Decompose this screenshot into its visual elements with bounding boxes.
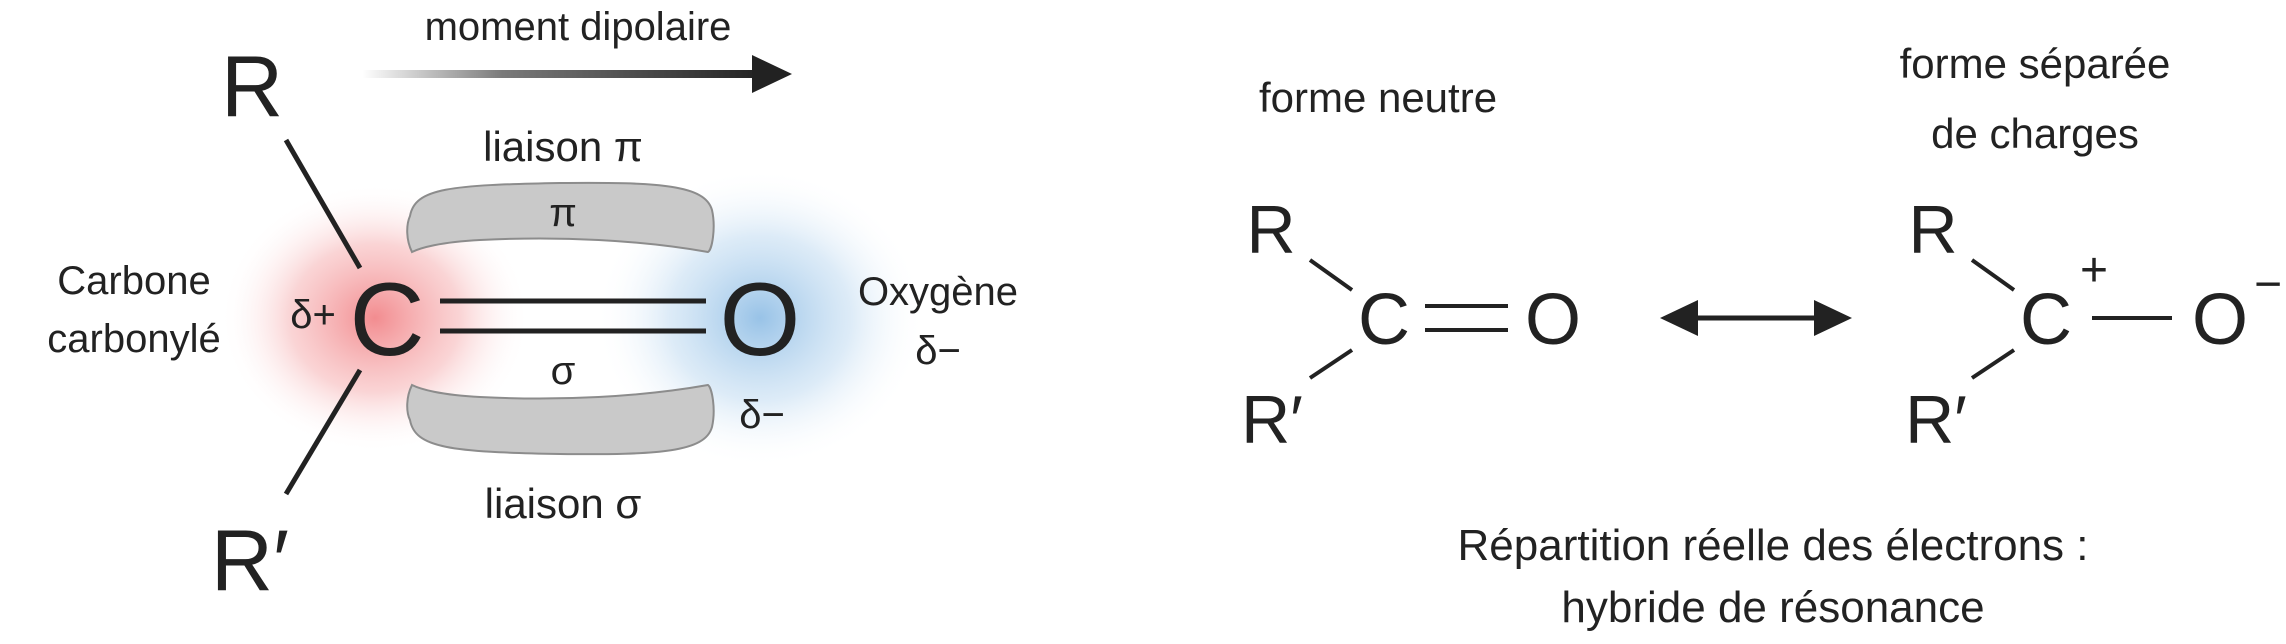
neutral-r-bottom: R′ bbox=[1241, 382, 1303, 458]
pi-symbol: π bbox=[549, 191, 577, 235]
separated-form-structure: R R′ C + O − bbox=[1905, 192, 2282, 458]
resonance-caption-line1: Répartition réelle des électrons : bbox=[1458, 521, 2089, 570]
sigma-bond-label: liaison σ bbox=[485, 480, 642, 527]
separated-oxygen: O bbox=[2192, 280, 2248, 360]
separated-carbon-charge: + bbox=[2080, 244, 2108, 297]
neutral-r-top: R bbox=[1246, 192, 1295, 268]
resonance-caption-line2: hybride de résonance bbox=[1561, 583, 1984, 632]
separated-form-title-line2: de charges bbox=[1931, 110, 2139, 157]
neutral-carbon: C bbox=[1358, 280, 1410, 360]
carbon-caption-line1: Carbone bbox=[57, 259, 210, 303]
oxygen-partial-charge-bottom: δ− bbox=[739, 393, 785, 437]
sigma-orbital-lobe bbox=[406, 383, 715, 456]
r-top-label: R bbox=[221, 39, 283, 135]
separated-r-bottom: R′ bbox=[1905, 382, 1967, 458]
separated-r-bottom-bond bbox=[1970, 348, 2016, 380]
neutral-form-structure: R R′ C O bbox=[1241, 192, 1581, 458]
neutral-oxygen: O bbox=[1525, 280, 1581, 360]
sigma-symbol: σ bbox=[551, 349, 576, 393]
carbon-caption-line2: carbonylé bbox=[47, 317, 220, 361]
carbon-positive-glow bbox=[220, 183, 530, 453]
resonance-arrow bbox=[1660, 300, 1852, 336]
separated-r-top-bond bbox=[1970, 258, 2016, 292]
neutral-r-bottom-bond bbox=[1308, 348, 1354, 380]
dipole-moment-arrow bbox=[362, 55, 792, 93]
carbon-atom: C bbox=[349, 262, 424, 378]
separated-carbon: C bbox=[2020, 280, 2072, 360]
neutral-r-top-bond bbox=[1308, 258, 1354, 292]
right-panel: forme neutre forme séparée de charges R … bbox=[1241, 40, 2282, 632]
r-top-bond bbox=[283, 138, 363, 270]
left-panel: moment dipolaire R R′ C O δ+ δ− Carbone … bbox=[47, 5, 1018, 609]
separated-oxygen-charge: − bbox=[2254, 258, 2282, 311]
dipole-moment-label: moment dipolaire bbox=[425, 5, 732, 49]
oxygen-caption-line2: δ− bbox=[915, 329, 961, 373]
oxygen-caption-line1: Oxygène bbox=[858, 270, 1018, 314]
separated-form-title-line1: forme séparée bbox=[1900, 40, 2171, 87]
neutral-form-title: forme neutre bbox=[1259, 74, 1497, 121]
r-bottom-bond bbox=[283, 368, 363, 496]
pi-bond-label: liaison π bbox=[483, 123, 643, 170]
carbon-partial-charge: δ+ bbox=[290, 293, 336, 337]
separated-r-top: R bbox=[1908, 192, 1957, 268]
r-bottom-label: R′ bbox=[211, 513, 289, 609]
oxygen-atom: O bbox=[720, 262, 801, 378]
pi-orbital-lobe bbox=[406, 181, 715, 254]
